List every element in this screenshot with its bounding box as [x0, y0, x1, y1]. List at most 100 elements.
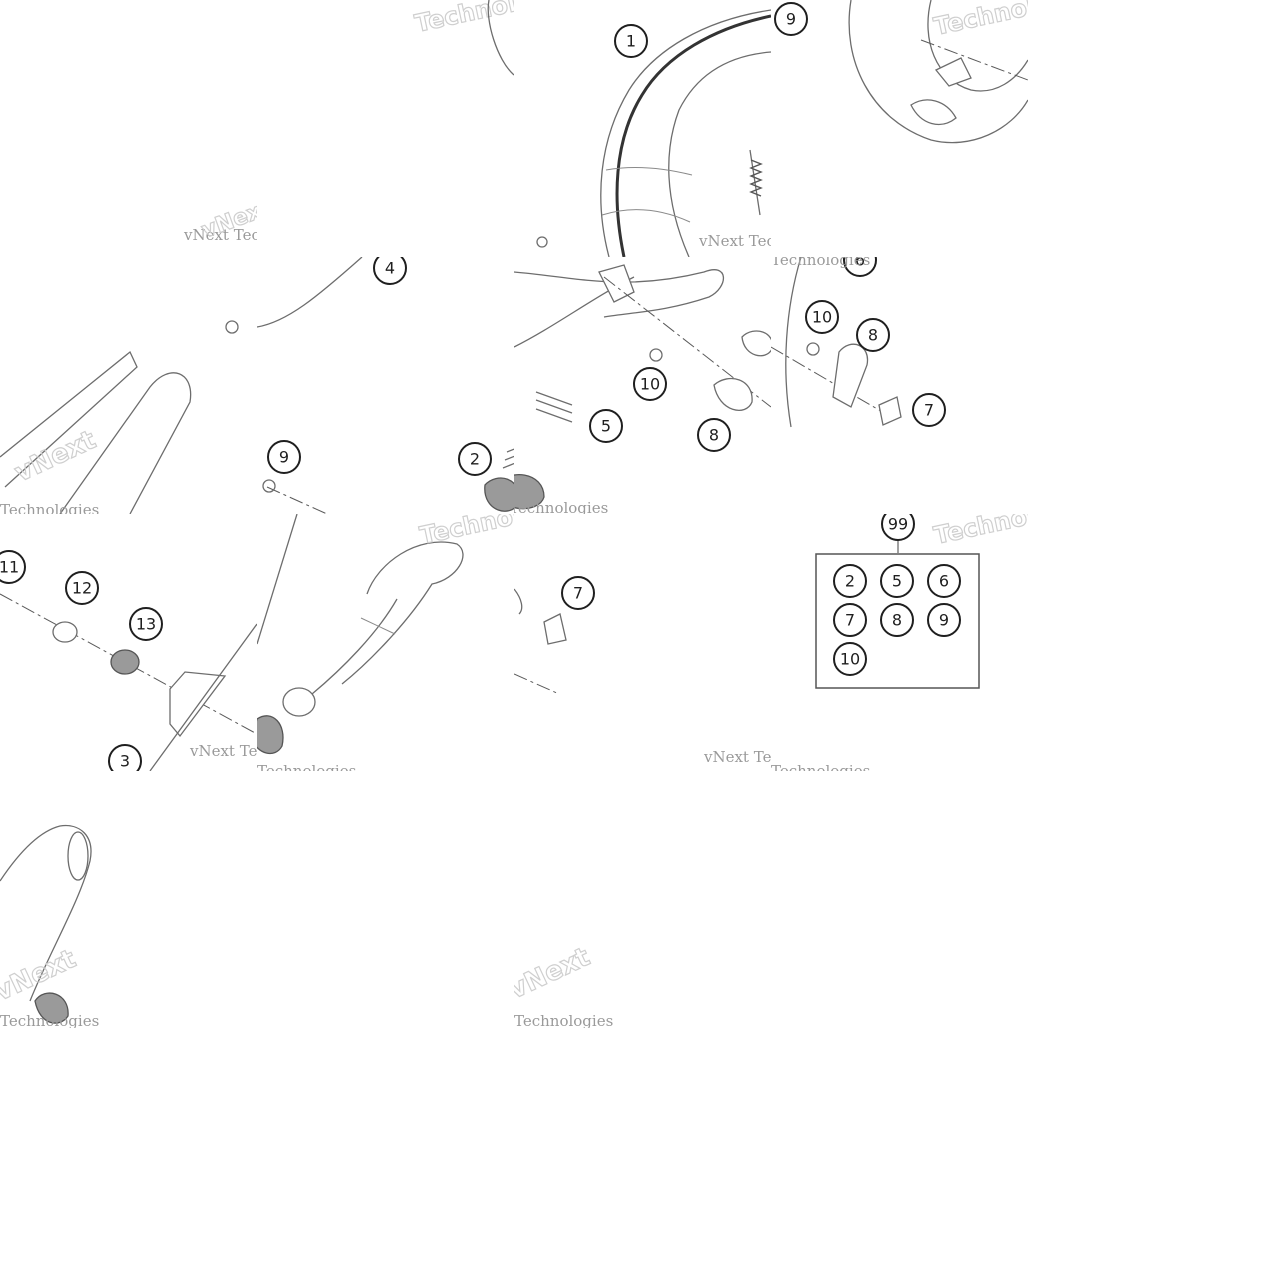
exhaust-header-outline [668, 51, 771, 257]
watermark-outline: vNext [10, 425, 100, 488]
rubber-grommet [514, 474, 545, 510]
callout-6 [843, 257, 877, 277]
watermark-text: vNext Technologies [183, 226, 257, 244]
chamber-outline [927, 0, 1028, 92]
pipe-seam [360, 617, 396, 635]
chamber-edge [785, 257, 802, 428]
chamber-edge [514, 588, 523, 615]
silencer-body [0, 824, 92, 1002]
callout-13-label: 13 [136, 615, 156, 634]
kit-item-7 [833, 603, 867, 637]
tile-r1c3: 1 vNext Technologies [514, 0, 771, 257]
exhaust-pipe [311, 598, 398, 695]
callout-99-label: 99 [888, 515, 908, 534]
tile-r2c1: vNext Technologies [0, 257, 257, 514]
kit-item-10 [833, 642, 867, 676]
pipe-outlet [282, 687, 316, 717]
callout-7 [912, 393, 946, 427]
callout-4 [373, 257, 407, 285]
callout-10-label: 10 [812, 308, 832, 327]
callout-8-label: 8 [868, 326, 878, 345]
kit-item-8 [880, 603, 914, 637]
watermark-text: vNext Technologies [698, 232, 771, 250]
callout-99 [881, 514, 915, 541]
callout-8-label: 8 [709, 426, 719, 445]
watermark-text: vNext Technologies [703, 748, 771, 766]
exhaust-header-stripe [615, 14, 771, 257]
watermark-text: Technologies [771, 257, 870, 269]
tile-r2c3: 10 5 8 Technologies [514, 257, 771, 514]
callout-9-label: 9 [786, 10, 796, 29]
tile-r4c3: vNext Technologies [514, 771, 771, 1028]
kit-item-5 [880, 564, 914, 598]
silencer-end-cap [59, 372, 192, 514]
callout-8 [697, 418, 731, 452]
watermark-outline: vNext [514, 942, 594, 1005]
spring-clip [878, 396, 902, 426]
kit-item-9-label: 9 [939, 611, 949, 630]
kit-item-5-label: 5 [892, 572, 902, 591]
kit-item-2 [833, 564, 867, 598]
rubber-grommet [34, 992, 69, 1024]
pipe-edge-line [487, 0, 514, 76]
watermark-outline: Technologies [417, 514, 514, 550]
tile-r1c1: vNext Technologies vNext [0, 0, 257, 257]
rubber-grommet [257, 715, 284, 755]
header-seam [605, 167, 693, 176]
callout-10 [633, 367, 667, 401]
chamber-bend [910, 99, 957, 126]
watermark-text: Technologies [0, 1012, 99, 1028]
silencer-bracket [169, 671, 227, 738]
rubber-grommet [484, 477, 514, 512]
tile-r2c2: 4 9 2 [257, 257, 514, 514]
callout-9 [774, 2, 808, 36]
silencer-strap [257, 257, 363, 328]
callout-7-label: 7 [924, 401, 934, 420]
o-ring [502, 448, 514, 469]
tile-r3c2: 14 Technologies Technologies [257, 514, 514, 771]
kit-item-6 [927, 564, 961, 598]
callout-1-label: 1 [626, 32, 636, 51]
callout-7 [561, 576, 595, 610]
kit-item-10-label: 10 [840, 650, 860, 669]
tile-r3c3: 7 vNext Technologies [514, 514, 771, 771]
damper-bracket [832, 343, 869, 408]
exhaust-header-outline [600, 9, 771, 257]
assembly-axis [514, 673, 560, 695]
damper-rubber [713, 377, 753, 411]
watermark-text: Technologies [771, 762, 870, 771]
assembly-axis [920, 39, 1028, 81]
watermark-outline: Technologies [931, 514, 1028, 550]
callout-2-label: 2 [470, 450, 480, 469]
callout-7-label: 7 [573, 584, 583, 603]
kit-item-2-label: 2 [845, 572, 855, 591]
callout-1 [614, 24, 648, 58]
header-end [514, 269, 725, 318]
watermark-text: Technologies [514, 499, 608, 514]
tile-r1c2: Technologies [257, 0, 514, 257]
kit-item-6-label: 6 [939, 572, 949, 591]
watermark-text: vNext Technologies [189, 742, 257, 760]
rubber-bushing [110, 649, 140, 675]
spring-clip [543, 613, 567, 645]
bolt-head [649, 348, 663, 362]
watermark-outline: Technologies [931, 0, 1028, 41]
washer [52, 621, 78, 643]
callout-10 [805, 300, 839, 334]
damper-rubber [741, 330, 771, 357]
watermark-text: Technologies [0, 501, 99, 514]
callout-9-label: 9 [279, 448, 289, 467]
kit-item-8-label: 8 [892, 611, 902, 630]
spring-pins [535, 391, 573, 423]
tile-r3c1: 11 12 13 3 vNext Technologies [0, 514, 257, 771]
watermark-text: Technologies [257, 762, 356, 771]
tile-r4c1: vNext Technologies [0, 771, 257, 1028]
callout-5 [589, 409, 623, 443]
exhaust-pipe [341, 541, 464, 685]
callout-6-label: 6 [855, 257, 865, 270]
mount-bracket [934, 57, 972, 87]
bolt-head [225, 320, 239, 334]
silencer-edge [149, 623, 257, 771]
